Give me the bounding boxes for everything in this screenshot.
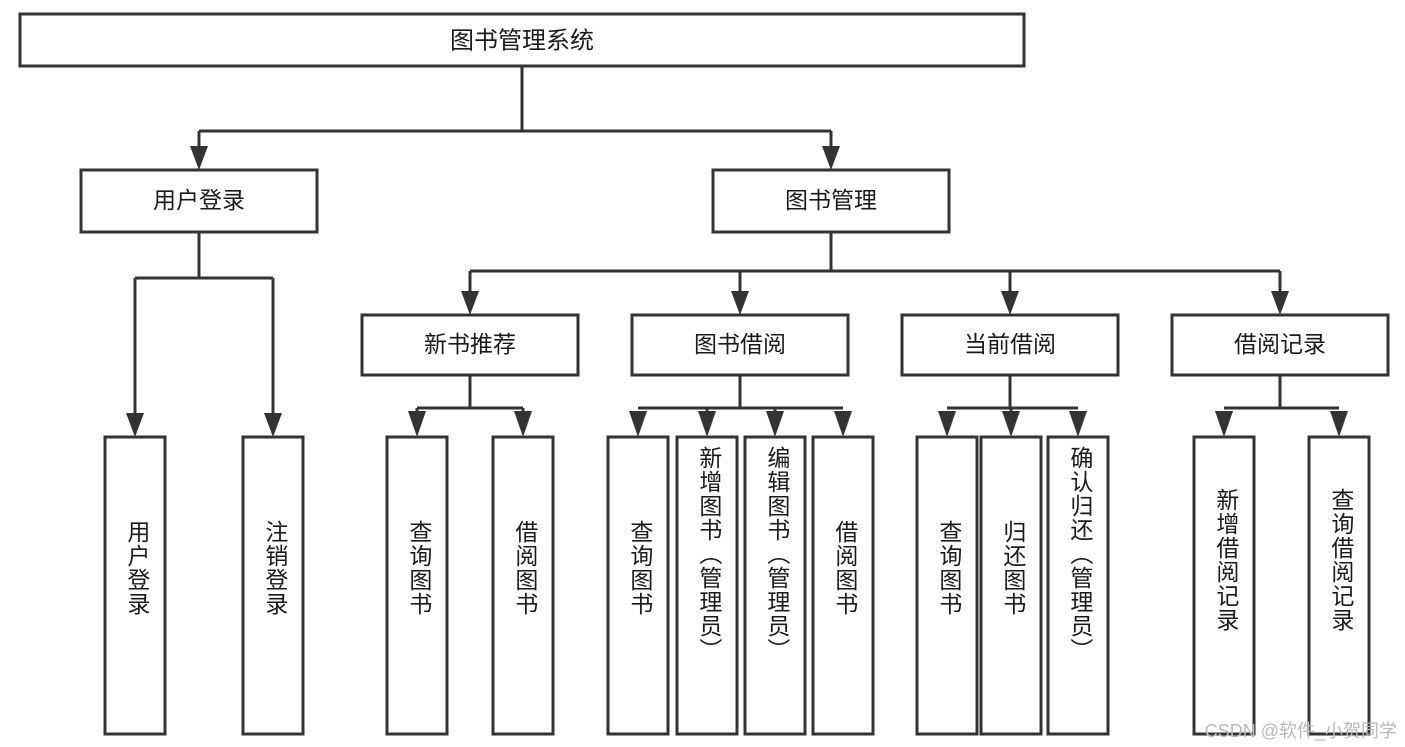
node-book-borrow[interactable]: 图书借阅 — [630, 313, 850, 377]
leaf-box-query-record[interactable] — [1307, 435, 1371, 736]
arrowhead-book-manage — [822, 146, 840, 170]
connectors-group — [126, 66, 1348, 437]
arrowhead-leaf-return-book — [1002, 411, 1020, 437]
node-root-box[interactable] — [18, 12, 1026, 68]
node-book-borrow-label: 图书借阅 — [694, 331, 786, 357]
node-new-book-rec[interactable]: 新书推荐 — [360, 313, 580, 377]
arrowhead-leaf-user-login — [126, 413, 144, 437]
node-borrow-record-box[interactable] — [1170, 313, 1390, 377]
arrowhead-leaf-logout — [264, 413, 282, 437]
node-root[interactable]: 图书管理系统 — [18, 12, 1026, 68]
leaf-box-return-book[interactable] — [979, 435, 1043, 736]
arrowhead-leaf-borrow-book-2 — [834, 411, 852, 437]
leaf-box-edit-book[interactable] — [743, 435, 807, 736]
arrowhead-leaf-query-book-1 — [408, 411, 426, 437]
arrowhead-leaf-confirm-return — [1069, 411, 1087, 437]
node-user-login-label: 用户登录 — [153, 187, 245, 213]
arrowhead-leaf-query-book-2 — [629, 411, 647, 437]
arrowhead-user-login — [190, 146, 208, 170]
arrowhead-book-borrow — [731, 291, 749, 315]
csdn-watermark: CSDN @软件_小贺同学 — [1204, 721, 1397, 741]
node-current-borrow[interactable]: 当前借阅 — [900, 313, 1120, 377]
node-book-manage-label: 图书管理 — [785, 187, 877, 213]
leaf-box-logout[interactable] — [241, 435, 305, 736]
leaf-box-query-book-1[interactable] — [385, 435, 449, 736]
leaf-box-add-book[interactable] — [675, 435, 739, 736]
arrowhead-leaf-query-record — [1330, 411, 1348, 437]
arrowhead-current-borrow — [1001, 291, 1019, 315]
arrowhead-leaf-edit-book — [766, 411, 784, 437]
node-current-borrow-box[interactable] — [900, 313, 1120, 377]
node-new-book-rec-box[interactable] — [360, 313, 580, 377]
node-new-book-rec-label: 新书推荐 — [424, 331, 516, 357]
leaf-box-query-book-2[interactable] — [606, 435, 670, 736]
node-user-login[interactable]: 用户登录 — [79, 168, 319, 234]
node-book-manage[interactable]: 图书管理 — [711, 168, 951, 234]
leaf-box-add-record[interactable] — [1192, 435, 1256, 736]
node-book-manage-box[interactable] — [711, 168, 951, 234]
arrowhead-leaf-add-book — [698, 411, 716, 437]
leaf-box-borrow-book-1[interactable] — [491, 435, 555, 736]
leaf-box-borrow-book-2[interactable] — [811, 435, 875, 736]
arrowhead-leaf-add-record — [1215, 411, 1233, 437]
node-current-borrow-label: 当前借阅 — [964, 331, 1056, 357]
leaf-box-confirm-return[interactable] — [1046, 435, 1110, 736]
node-borrow-record-label: 借阅记录 — [1234, 331, 1326, 357]
leaf-box-query-book-3[interactable] — [915, 435, 979, 736]
leaf-box-user-login[interactable] — [103, 435, 167, 736]
arrowhead-leaf-query-book-3 — [938, 411, 956, 437]
node-root-label: 图书管理系统 — [450, 27, 594, 54]
arrowhead-new-book-rec — [461, 291, 479, 315]
node-user-login-box[interactable] — [79, 168, 319, 234]
arrowhead-leaf-borrow-book-1 — [514, 411, 532, 437]
arrowhead-borrow-record — [1271, 291, 1289, 315]
node-borrow-record[interactable]: 借阅记录 — [1170, 313, 1390, 377]
leaf-boxes-group — [103, 435, 1371, 736]
node-book-borrow-box[interactable] — [630, 313, 850, 377]
